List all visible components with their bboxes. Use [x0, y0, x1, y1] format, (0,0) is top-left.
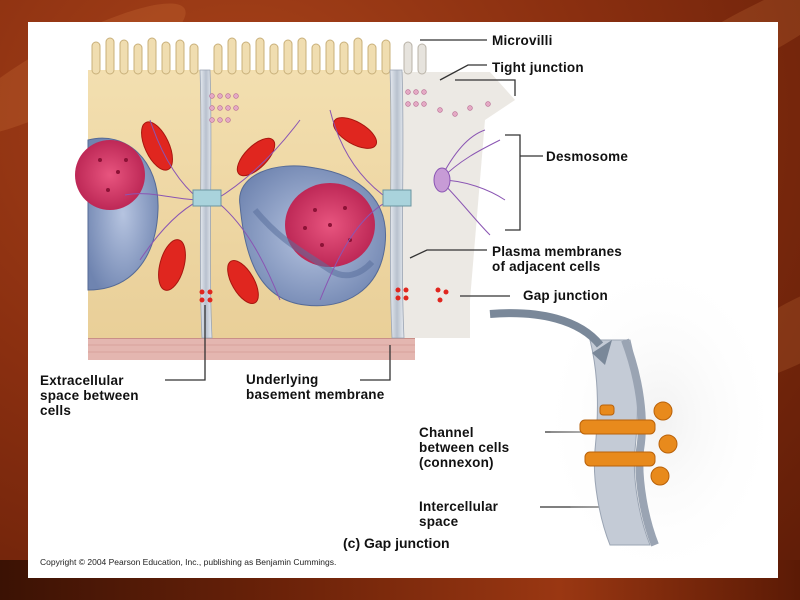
gap-junction-dots	[199, 287, 449, 303]
desmosome-label: Desmosome	[546, 149, 629, 164]
connexon-channels	[579, 404, 656, 467]
desmosome-plaques	[192, 167, 451, 207]
intercellular-space-label: Intercellular space	[419, 499, 499, 529]
microvilli-label: Microvilli	[492, 33, 553, 48]
mitochondria	[141, 117, 377, 304]
extracellular-space-label: Extracellular space between cells	[40, 373, 139, 418]
gap-junction-label: Gap junction	[523, 288, 608, 303]
plasma-membranes-label: Plasma membranes of adjacent cells	[492, 244, 623, 274]
basement-membrane-label: Underlying basement membrane	[246, 372, 385, 402]
microvilli	[91, 37, 427, 75]
left-nucleus	[75, 137, 159, 291]
tight-junction-label: Tight junction	[492, 60, 584, 75]
channel-label: Channel between cells (connexon)	[419, 425, 510, 470]
gap-junction-inset	[489, 270, 770, 570]
basement-membrane	[88, 337, 415, 360]
figure-caption: (c) Gap junction	[343, 535, 450, 551]
copyright-text: Copyright © 2004 Pearson Education, Inc.…	[40, 557, 337, 567]
connexon-rosettes	[650, 401, 678, 486]
tight-junction-beads	[209, 89, 491, 123]
